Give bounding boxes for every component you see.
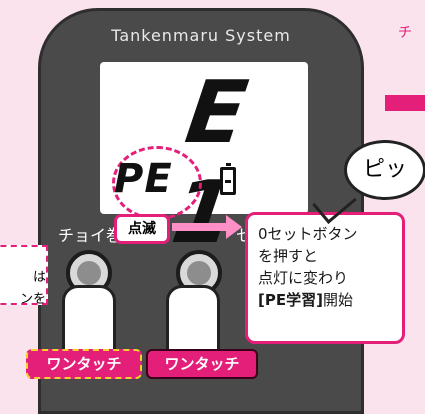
side-note-text: チ (398, 25, 412, 41)
button-center-icon (187, 261, 211, 285)
battery-icon (220, 163, 236, 195)
button-center-icon (77, 261, 101, 285)
hand-icon (62, 285, 116, 355)
blink-badge: 点滅 (114, 214, 170, 244)
callout-line-1: 0セットボタン (258, 225, 358, 243)
section-marker (385, 95, 425, 111)
tap-label-right: ワンタッチ (146, 349, 258, 379)
brand-title: Tankenmaru System (111, 26, 291, 45)
callout-line-4-rest: 開始 (322, 291, 353, 309)
pe-learning-label: [PE学習] (258, 291, 323, 309)
callout-line-3: 点灯に変わり (258, 269, 349, 287)
hand-icon (166, 285, 220, 355)
arrow-head-icon (226, 215, 242, 239)
arrow-right-icon (172, 223, 228, 231)
instruction-callout: 0セットボタン を押すと 点灯に変わり [PE学習]開始 (245, 212, 405, 344)
beep-speech-bubble: ピッ (344, 140, 425, 200)
left-button-label: チョイ巻 (58, 226, 123, 245)
callout-line-2: を押すと (258, 247, 319, 265)
left-note-line-1: は (32, 270, 46, 285)
left-note-panel: は ンを (0, 245, 48, 307)
tap-label-left: ワンタッチ (26, 349, 142, 379)
left-note-line-2: ンを (19, 292, 46, 307)
lcd-sub-display: PE (114, 156, 173, 202)
callout-line-4: [PE学習]開始 (258, 289, 392, 311)
